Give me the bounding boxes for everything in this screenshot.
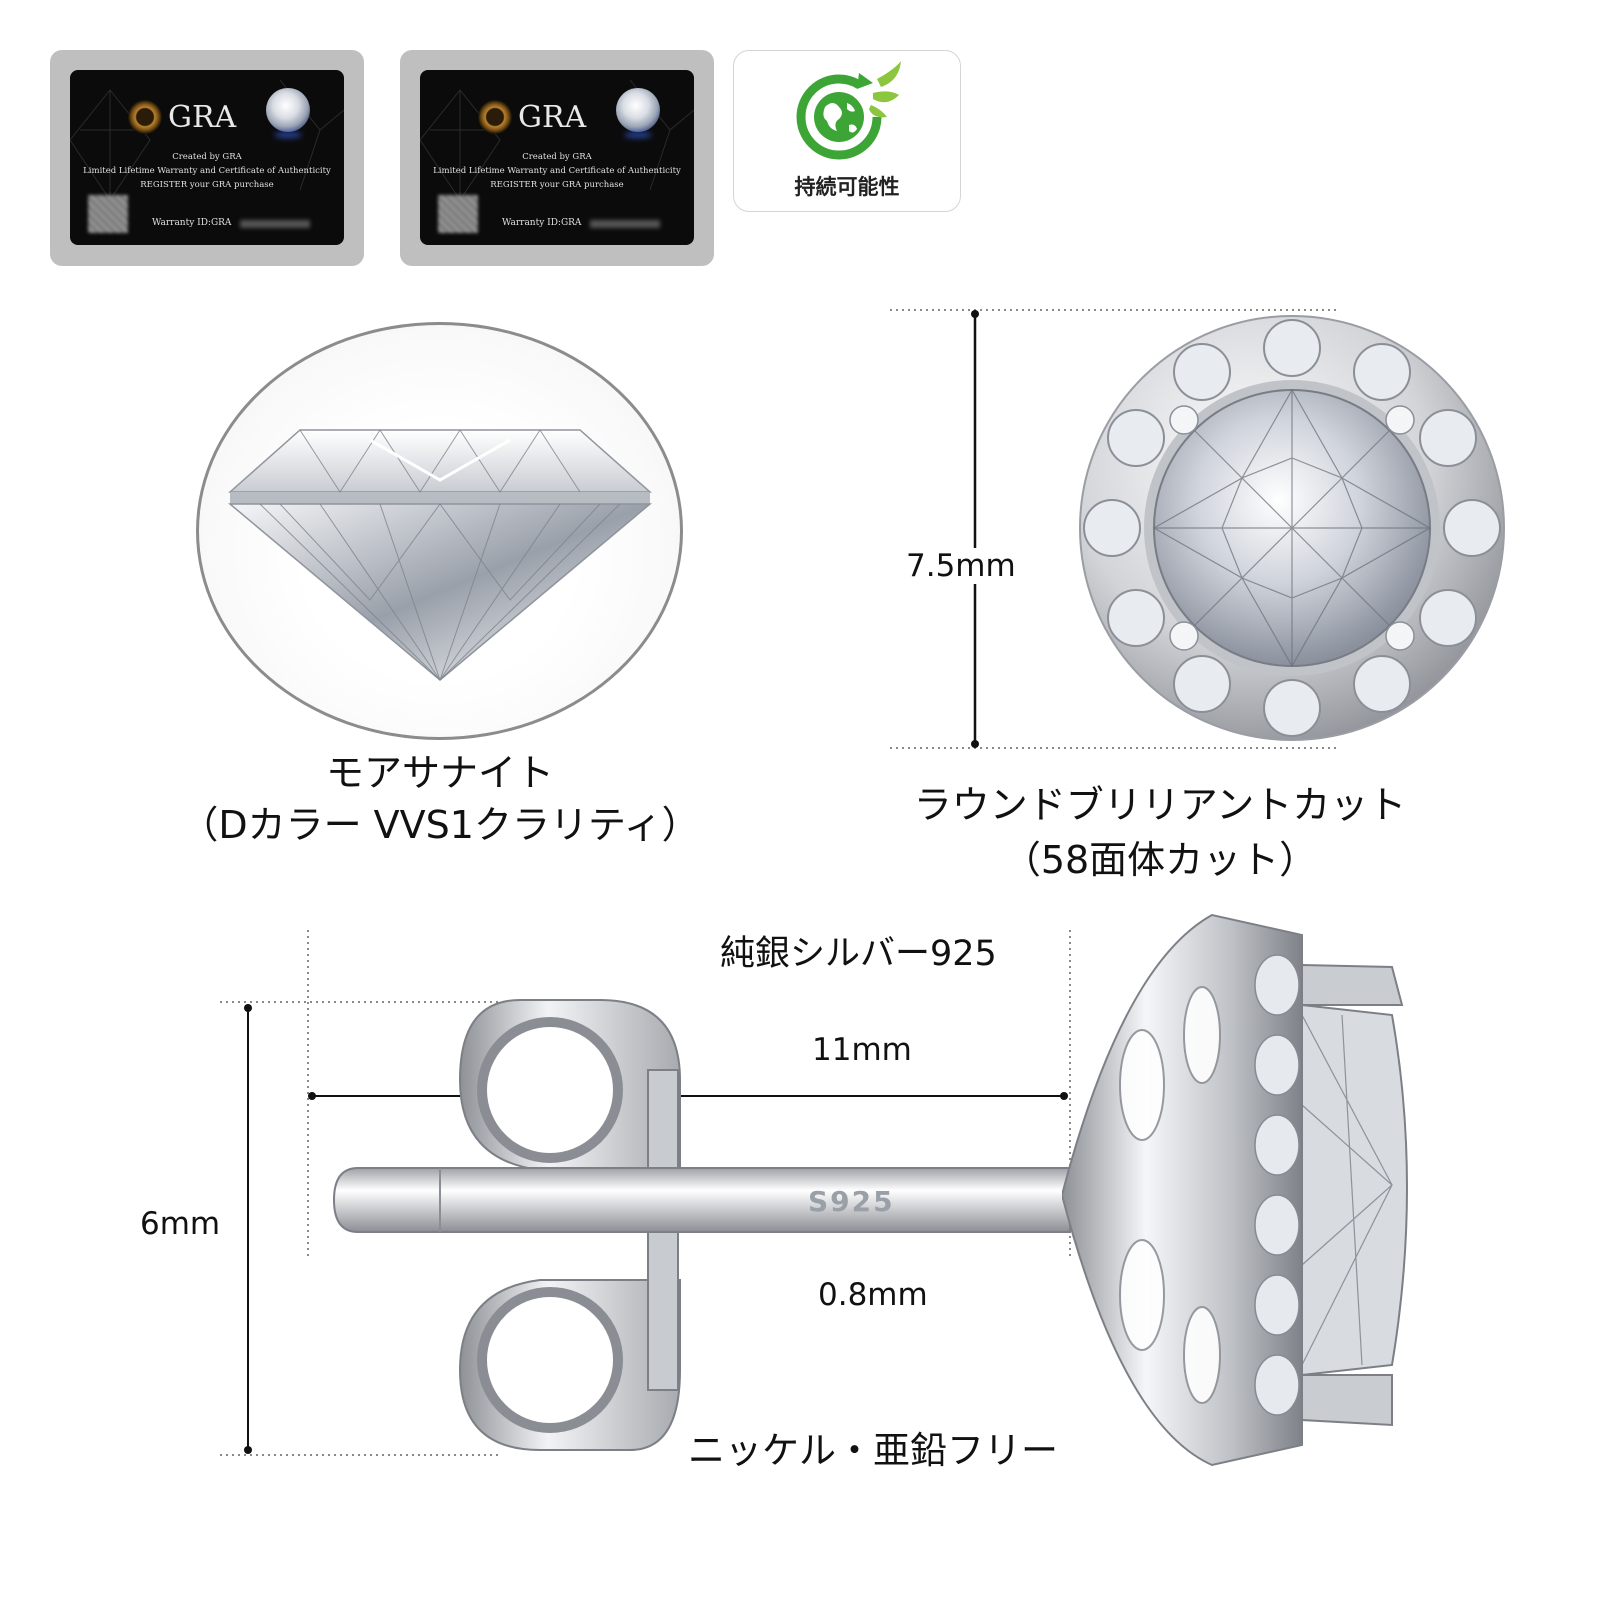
gem-caption-line1: モアサナイト (325, 751, 554, 795)
certificate-register-line: REGISTER your GRA purchase (140, 180, 274, 190)
gra-seal-icon (128, 100, 162, 134)
sustainability-badge: 持続可能性 (733, 50, 961, 212)
diamond-icon (616, 88, 660, 132)
length-11mm-label: 11mm (812, 1032, 912, 1068)
post-diameter-label: 0.8mm (818, 1277, 928, 1313)
earring-post-illustration (332, 1167, 1071, 1233)
diamond-icon (266, 88, 310, 132)
certificate-number-blurred (240, 220, 310, 228)
earring-back-illustration (458, 999, 681, 1451)
s925-stamp: S925 (808, 1185, 895, 1218)
height-6mm-label: 6mm (140, 1206, 221, 1242)
certificate-number-blurred (590, 220, 660, 228)
certificate-card-1: GRA Created by GRA Limited Lifetime Warr… (50, 50, 364, 266)
halo-earring-side-view (1062, 913, 1408, 1467)
certificate-created-by: Created by GRA (172, 152, 242, 162)
certificate-brand: GRA (518, 100, 587, 135)
cut-caption-line2: （58面体カット） (1002, 838, 1318, 882)
certificate-register-line: REGISTER your GRA purchase (490, 180, 624, 190)
certificate-card-2: GRA Created by GRA Limited Lifetime Warr… (400, 50, 714, 266)
height-7-5mm-label: 7.5mm (902, 548, 1020, 584)
cut-caption-line1: ラウンドブリリアントカット (913, 783, 1407, 827)
qr-code-icon (438, 195, 478, 233)
certificate-brand: GRA (168, 100, 237, 135)
certificate-face: GRA Created by GRA Limited Lifetime Warr… (420, 70, 694, 245)
gem-caption-line2: （Dカラー VVS1クラリティ） (180, 803, 700, 847)
nickel-zinc-free-label: ニッケル・亜鉛フリー (688, 1429, 1058, 1472)
certificate-created-by: Created by GRA (522, 152, 592, 162)
halo-earring-top-view (1079, 315, 1505, 741)
certificate-warranty-id: Warranty ID:GRA (502, 218, 582, 228)
certificate-face: GRA Created by GRA Limited Lifetime Warr… (70, 70, 344, 245)
material-label: 純銀シルバー925 (720, 934, 997, 974)
certificate-warranty-id: Warranty ID:GRA (152, 218, 232, 228)
dimension-lines-top (890, 309, 1340, 749)
qr-code-icon (88, 195, 128, 233)
certificate-warranty-line: Limited Lifetime Warranty and Certificat… (433, 166, 681, 176)
recycle-globe-leaf-icon (796, 61, 901, 160)
gra-seal-icon (478, 100, 512, 134)
sustainability-label: 持続可能性 (794, 175, 900, 199)
certificate-pattern (420, 79, 694, 201)
moissanite-gem-illustration (227, 429, 653, 681)
certificate-warranty-line: Limited Lifetime Warranty and Certificat… (83, 166, 331, 176)
